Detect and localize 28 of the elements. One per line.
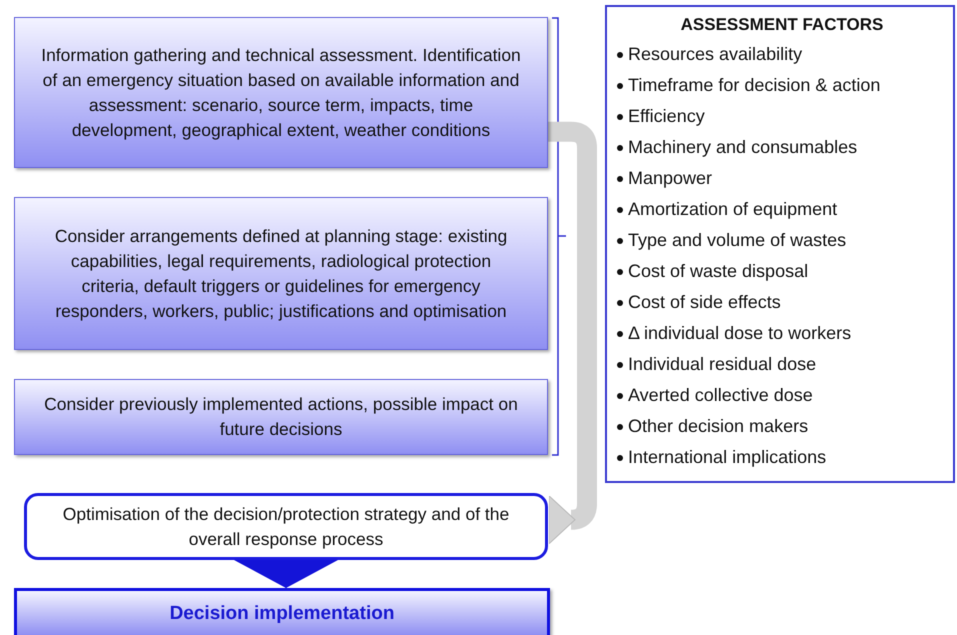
node-text: Optimisation of the decision/protection strategy and of the overall response process <box>62 502 510 551</box>
curved-arrow <box>548 122 597 544</box>
bullet-item: Individual residual dose <box>628 353 816 376</box>
bullet-item: Machinery and consumables <box>628 136 858 159</box>
implementation-box <box>14 588 550 635</box>
node-text: Decision implementation <box>168 602 396 626</box>
bullet-item: Cost of side effects <box>628 291 781 314</box>
optimisation-box <box>24 493 548 560</box>
bullet-item: International implications <box>628 446 826 469</box>
node-text: Consider previously implemented actions, possible impact on future decisions <box>43 393 519 441</box>
chevron-arrow <box>234 560 338 588</box>
heading: ASSESSMENT FACTORS <box>680 15 884 35</box>
bullet-item: Averted collective dose <box>628 384 813 407</box>
bullet-item: Manpower <box>628 167 712 190</box>
previous-actions-box <box>14 379 548 455</box>
bullet-item: Amortization of equipment <box>628 198 838 221</box>
bullet-item: Cost of waste disposal <box>628 260 808 283</box>
planning-box <box>14 197 548 350</box>
node-text: Consider arrangements defined at planning stage: existing capabilities, legal requirements, radiological protection criteria, default triggers or guidelines for emergency responders, workers, public; justifications and optimisation <box>54 224 508 323</box>
node-text: Information gathering and technical assessment. Identification of an emergency situation based on available information and assessment: scenario, source term, impacts, time development, geographical extent, weather conditions <box>40 44 522 142</box>
bullet-item: Efficiency <box>628 105 705 128</box>
info-box <box>14 17 548 168</box>
bullet-item: Timeframe for decision & action <box>628 74 880 97</box>
bullet-item: Δ individual dose to workers <box>628 322 852 345</box>
bullet-item: Type and volume of wastes <box>628 229 846 252</box>
bullet-item: Resources availability <box>628 43 802 66</box>
bullet-item: Other decision makers <box>628 415 808 438</box>
factors-box <box>605 5 955 483</box>
